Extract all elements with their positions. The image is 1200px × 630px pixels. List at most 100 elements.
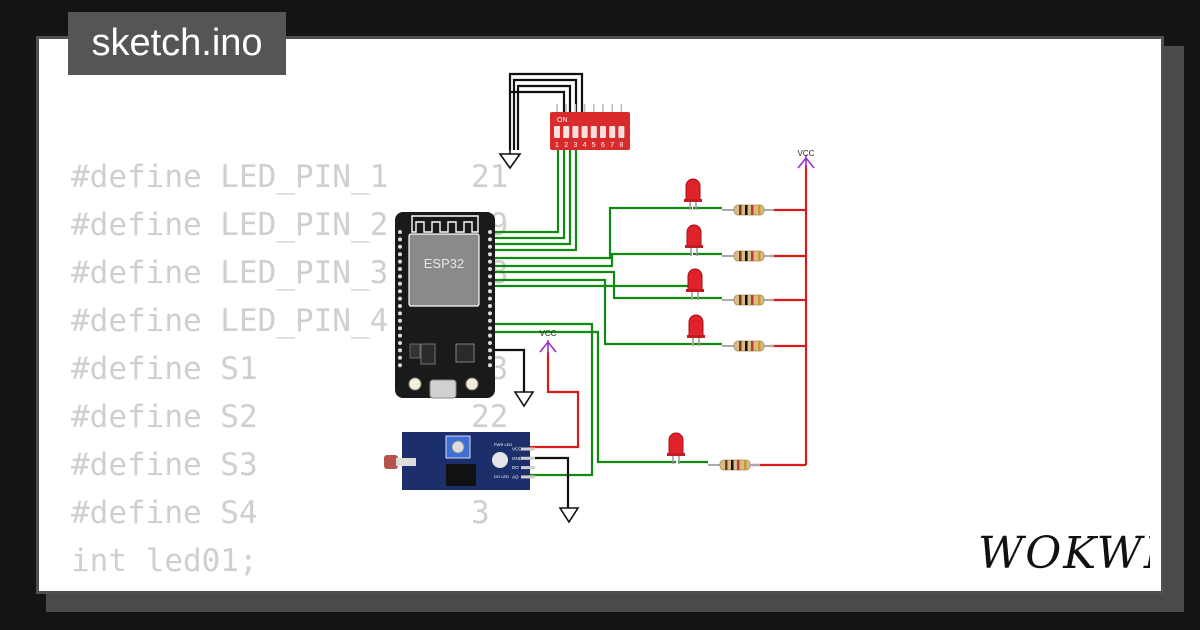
switch-number: 8 (619, 142, 623, 149)
switch-lever[interactable] (563, 126, 570, 138)
switch-number: 6 (601, 142, 605, 149)
ground-icon (513, 391, 535, 408)
pwr-led-label: PWR LED (494, 442, 512, 447)
switch-number: 1 (555, 142, 559, 149)
photoresistor-leads (396, 458, 416, 466)
sensor-header-pin (521, 466, 535, 470)
code-name: #define S3 (71, 447, 258, 483)
header-pin (398, 259, 402, 264)
header-pin (488, 230, 492, 234)
esp32-label: ESP32 (424, 256, 464, 271)
board-pins-left (398, 230, 402, 368)
vcc-board: VCC (539, 329, 557, 354)
led[interactable] (687, 314, 705, 346)
switch-lever[interactable] (600, 126, 606, 138)
header-pin (398, 252, 402, 257)
switch-number: 4 (583, 142, 587, 149)
regulator-chip (420, 343, 436, 365)
project-title[interactable]: sketch.ino (68, 12, 286, 75)
switch-levers (554, 126, 625, 138)
code-line: #define S123 (71, 345, 508, 393)
vcc-label-board: VCC (540, 329, 557, 338)
resistor[interactable] (708, 459, 760, 471)
header-pin (398, 237, 402, 242)
esp32-module (408, 233, 480, 307)
code-name: #define LED_PIN_1 (71, 159, 389, 195)
esp32-board[interactable]: ESP32 (395, 212, 495, 399)
header-pin (398, 363, 402, 368)
code-name: #define S4 (71, 495, 258, 531)
do-led-label: DO LED (494, 474, 509, 479)
header-pin (488, 341, 492, 345)
header-pin (398, 296, 402, 301)
status-led (492, 452, 508, 468)
code-name: #define S1 (71, 351, 258, 387)
switch-lever[interactable] (554, 126, 560, 138)
header-pin (398, 318, 402, 323)
resistor[interactable] (722, 250, 774, 262)
switch-lever[interactable] (609, 126, 616, 138)
led[interactable] (667, 432, 685, 464)
logo-text: WOKWI (978, 528, 1150, 579)
led[interactable] (685, 224, 703, 256)
switch-lever[interactable] (581, 126, 588, 138)
black-wires (493, 72, 584, 508)
switch-lever[interactable] (572, 126, 579, 138)
sensor-pin-label: GND (512, 456, 523, 461)
header-pin (398, 348, 402, 353)
wokwi-logo: WOKWI (978, 528, 1150, 579)
vcc-icon (797, 156, 815, 169)
code-value: 21 (471, 159, 509, 195)
boot-button (408, 377, 422, 391)
leds (667, 178, 705, 464)
header-pin (488, 281, 492, 286)
resistor[interactable] (722, 204, 774, 216)
regulator-chip (409, 343, 421, 359)
preview-card[interactable]: #define LED_PIN_121#define LED_PIN_219#d… (36, 36, 1164, 594)
code-name: int led01; (71, 543, 258, 579)
code-background: #define LED_PIN_121#define LED_PIN_219#d… (71, 153, 509, 591)
sensor-header-pin (521, 447, 535, 451)
header-pin (488, 318, 492, 323)
vcc-label-top: VCC (798, 149, 815, 158)
header-pin (488, 311, 492, 316)
ground-icon (558, 507, 580, 524)
sensor-header-pin (521, 475, 535, 479)
antenna-trace (411, 215, 479, 233)
switch-number: 5 (592, 142, 596, 149)
resistor[interactable] (722, 340, 774, 352)
switch-number: 3 (573, 142, 577, 149)
ground-symbols (498, 150, 580, 524)
led[interactable] (684, 178, 702, 210)
header-pin (488, 237, 492, 242)
comparator-chip (446, 464, 476, 486)
header-pin (488, 304, 492, 308)
ldr-sensor[interactable]: VCC GND DO AO PWR LED DO LED (384, 432, 535, 490)
code-name: #define LED_PIN_2 (71, 207, 389, 243)
sensor-pin-label: VCC (512, 447, 522, 452)
header-pin (398, 281, 402, 286)
switch-lever[interactable] (618, 126, 625, 138)
sensor-headers (521, 447, 535, 479)
vcc-icon (539, 340, 557, 353)
header-pin (398, 355, 402, 360)
header-pin (398, 311, 402, 316)
led[interactable] (686, 268, 704, 300)
header-pin (398, 244, 402, 249)
header-pin (488, 244, 492, 249)
red-wires (530, 165, 808, 467)
code-line: #define LED_PIN_318 (71, 249, 508, 297)
switch-number: 7 (610, 142, 614, 149)
switch-number: 2 (564, 142, 568, 149)
resistor[interactable] (722, 294, 774, 306)
code-name: #define LED_PIN_4 (71, 303, 389, 339)
header-pin (398, 326, 402, 331)
sensor-pin-label: DO (512, 465, 519, 470)
code-value: 3 (471, 495, 490, 531)
switch-lever[interactable] (590, 126, 597, 138)
header-pin (398, 267, 402, 271)
code-line: int led01; (71, 537, 508, 585)
sensor-pin-label: AO (512, 474, 519, 479)
